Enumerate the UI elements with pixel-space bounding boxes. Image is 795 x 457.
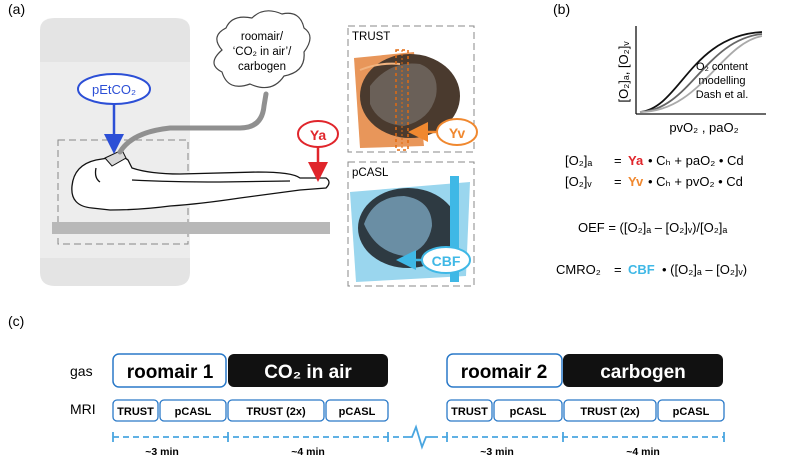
cmro2-equation: CMRO₂ = CBF • ([O₂]ₐ – [O₂]ᵥ) <box>556 262 747 277</box>
scanner-bottom <box>40 258 190 286</box>
mri-block-1: TRUST <box>117 406 154 418</box>
mri-block-5: TRUST <box>451 406 488 418</box>
cmro2-cbf: CBF <box>628 262 655 277</box>
timeline <box>112 424 725 450</box>
panel-c-label: (c) <box>8 313 24 329</box>
y-axis-label: [O₂]ₐ, [O₂]ᵥ <box>616 41 631 103</box>
patient-table <box>52 222 330 234</box>
gas-block-roomair2-text: roomair 2 <box>461 362 548 383</box>
yv-bubble <box>436 118 478 146</box>
eq-a-equals: = <box>614 153 622 168</box>
cbf-label: CBF <box>432 253 461 269</box>
panel-b-label: (b) <box>553 1 570 17</box>
cmro2-equals: = <box>614 262 622 277</box>
gas-row-label: gas <box>70 363 93 379</box>
mri-block-3: TRUST (2x) <box>246 406 306 418</box>
mri-blocks: TRUST pCASL TRUST (2x) pCASL TRUST pCASL… <box>112 399 725 422</box>
panel-c: (c) gas MRI roomair 1 CO₂ in air roomair… <box>8 313 725 457</box>
scanner <box>40 18 190 286</box>
duration-2: ~4 min <box>291 446 325 457</box>
x-axis-label: pvO₂ , paO₂ <box>669 120 738 135</box>
gas-option-carbogen: carbogen <box>238 61 286 73</box>
eq-a-rest: • Cₕ + paO₂ • Cd <box>648 153 744 168</box>
o2-curve-plot: [O₂]ₐ, [O₂]ᵥ pvO₂ , paO₂ O₂ content mode… <box>616 26 766 135</box>
mri-block-2: pCASL <box>175 406 212 418</box>
gas-option-co2-in-air: ‘CO₂ in air’/ <box>233 46 292 58</box>
panel-a: (a) roomair/ ‘CO₂ in air’/ carbogen <box>8 1 478 287</box>
yv-label: Yv <box>449 125 466 141</box>
trust-label: TRUST <box>352 31 390 43</box>
curve-3 <box>639 35 763 113</box>
eq-a-lhs: [O₂]ₐ <box>565 153 592 168</box>
curve-2 <box>639 33 763 113</box>
model-line-2: modelling <box>698 75 745 87</box>
mri-block-6: pCASL <box>510 406 547 418</box>
mri-block-4: pCASL <box>339 406 376 418</box>
patient-figure <box>71 154 330 211</box>
model-line-1: O₂ content <box>696 61 748 73</box>
duration-4: ~4 min <box>626 446 660 457</box>
gas-block-carbogen <box>563 354 723 387</box>
model-line-3: Dash et al. <box>696 89 749 101</box>
gas-block-roomair1-text: roomair 1 <box>127 362 214 383</box>
pcasl-label: pCASL <box>352 167 389 179</box>
eq-v-yv: Yv <box>628 174 644 189</box>
mri-block-8: pCASL <box>673 406 710 418</box>
eq-v-equals: = <box>614 174 622 189</box>
mri-row-label: MRI <box>70 401 96 417</box>
ya-label: Ya <box>310 127 327 143</box>
gas-cloud: roomair/ ‘CO₂ in air’/ carbogen <box>213 10 311 89</box>
gas-option-roomair: roomair/ <box>241 31 284 43</box>
cmro2-lhs: CMRO₂ <box>556 262 601 277</box>
gas-block-carbogen-text: carbogen <box>600 362 686 383</box>
eq-v-lhs: [O₂]ᵥ <box>565 174 592 189</box>
eq-v-rest: • Cₕ + pvO₂ • Cd <box>648 174 743 189</box>
gas-block-roomair2 <box>446 353 563 388</box>
mri-block-7: TRUST (2x) <box>580 406 640 418</box>
scanner-top <box>40 18 190 62</box>
gas-tube <box>117 91 269 155</box>
oef-equation: OEF = ([O₂]ₐ – [O₂]ᵥ)/[O₂]ₐ <box>578 220 727 235</box>
eq-a-ya: Ya <box>628 153 644 168</box>
curve-1 <box>639 31 763 113</box>
trust-brain-image <box>354 49 460 151</box>
panel-b: (b) [O₂]ₐ, [O₂]ᵥ pvO₂ , paO₂ O₂ content … <box>553 1 766 277</box>
equation-o2a: [O₂]ₐ = Ya • Cₕ + paO₂ • Cd <box>565 153 744 168</box>
duration-3: ~3 min <box>480 446 514 457</box>
duration-1: ~3 min <box>145 446 179 457</box>
gas-block-roomair1 <box>112 353 227 388</box>
cmro2-rest: • ([O₂]ₐ – [O₂]ᵥ) <box>662 262 747 277</box>
gas-block-co2-in-air-text: CO₂ in air <box>264 362 352 383</box>
gas-block-co2-in-air <box>228 354 388 387</box>
panel-a-label: (a) <box>8 1 25 17</box>
petco2-label: pEtCO₂ <box>92 82 136 97</box>
equation-o2v: [O₂]ᵥ = Yv • Cₕ + pvO₂ • Cd <box>565 174 743 189</box>
pcasl-box <box>347 161 475 287</box>
trust-box <box>347 25 475 153</box>
